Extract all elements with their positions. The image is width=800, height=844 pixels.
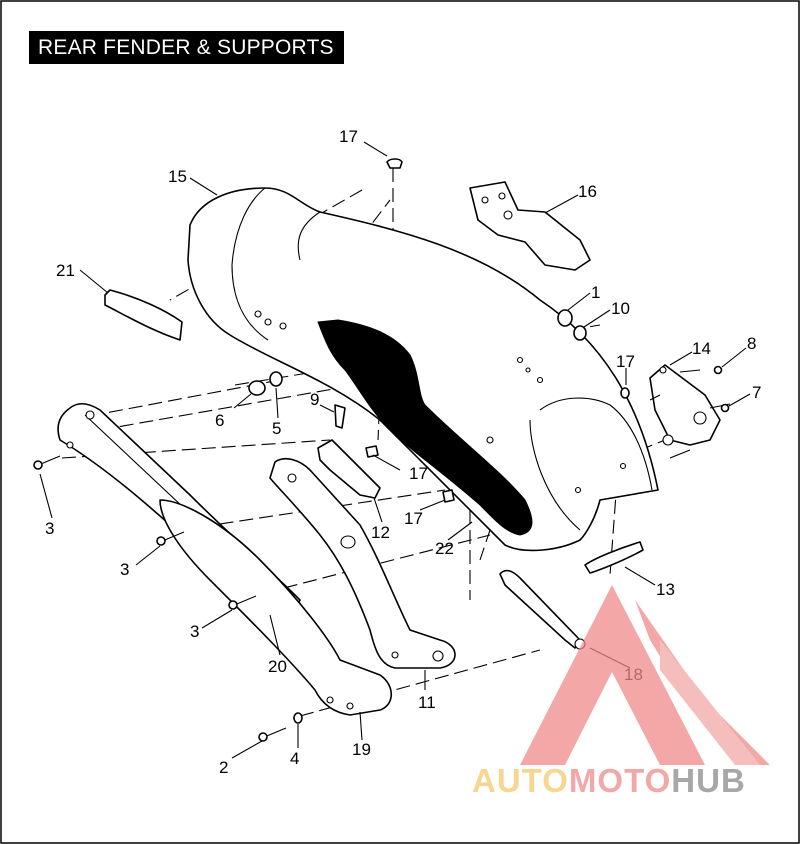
callout-11: 11 [418, 693, 436, 712]
callout-8: 8 [747, 334, 756, 353]
support-19 [159, 499, 393, 716]
grommet-10 [573, 325, 587, 341]
callout-16: 16 [578, 182, 597, 201]
callout-1: 1 [591, 283, 600, 302]
grommet-1 [557, 309, 573, 327]
diagram-title: REAR FENDER & SUPPORTS [29, 31, 344, 64]
bracket-9 [334, 404, 346, 429]
callout-19: 19 [352, 740, 371, 759]
watermark-moto: MOTO [569, 762, 671, 799]
callout-7: 7 [752, 383, 761, 402]
callout-17-top: 17 [339, 127, 358, 146]
callout-10: 10 [611, 299, 630, 318]
fender-liner-22 [317, 319, 533, 536]
callout-17-right: 17 [616, 352, 635, 371]
strap-18 [499, 569, 581, 649]
callout-12: 12 [371, 523, 390, 542]
nut-7 [720, 403, 730, 413]
clip-17-right [620, 387, 630, 399]
callout-5: 5 [272, 419, 281, 438]
callout-17-low: 17 [404, 509, 423, 528]
svg-text:AUTOMOTOHUB: AUTOMOTOHUB [472, 762, 746, 799]
bracket-14 [649, 364, 731, 459]
watermark-triangle-right [660, 640, 760, 765]
callout-22: 22 [435, 539, 454, 558]
screw-3-b [156, 531, 185, 546]
washer-5 [269, 371, 283, 387]
rear-fender-15 [187, 187, 659, 552]
watermark-triangle-outer [520, 585, 705, 765]
support-11 [269, 458, 456, 669]
leader-lines [39, 141, 751, 759]
callout-3-c: 3 [190, 622, 199, 641]
callout-13: 13 [656, 580, 675, 599]
callout-21: 21 [56, 261, 75, 280]
nut-8 [713, 365, 723, 375]
callout-2: 2 [219, 758, 228, 777]
screw-2 [258, 727, 287, 742]
callout-3-a: 3 [45, 519, 54, 538]
watermark-logo: AUTOMOTOHUB [472, 585, 770, 799]
nut-17-low [442, 489, 455, 503]
callout-17-mid: 17 [409, 464, 428, 483]
bracket-12 [317, 439, 381, 499]
callout-4: 4 [290, 749, 299, 768]
spacer-6 [248, 380, 266, 396]
washer-4 [293, 712, 303, 724]
callout-20: 20 [268, 657, 287, 676]
screw-3-c [228, 595, 257, 610]
watermark-auto: AUTO [472, 762, 569, 799]
watermark-hub: HUB [671, 762, 746, 799]
callout-15: 15 [168, 167, 187, 186]
callout-9: 9 [310, 390, 319, 409]
plate-16 [469, 181, 591, 271]
screw-3-a [33, 455, 61, 470]
callout-3-b: 3 [120, 560, 129, 579]
nut-17-mid [365, 445, 379, 458]
callout-14: 14 [692, 339, 711, 358]
strap-13 [584, 541, 644, 574]
emblem-21 [104, 289, 183, 341]
clip-17-top [386, 158, 403, 169]
callout-6: 6 [215, 411, 224, 430]
